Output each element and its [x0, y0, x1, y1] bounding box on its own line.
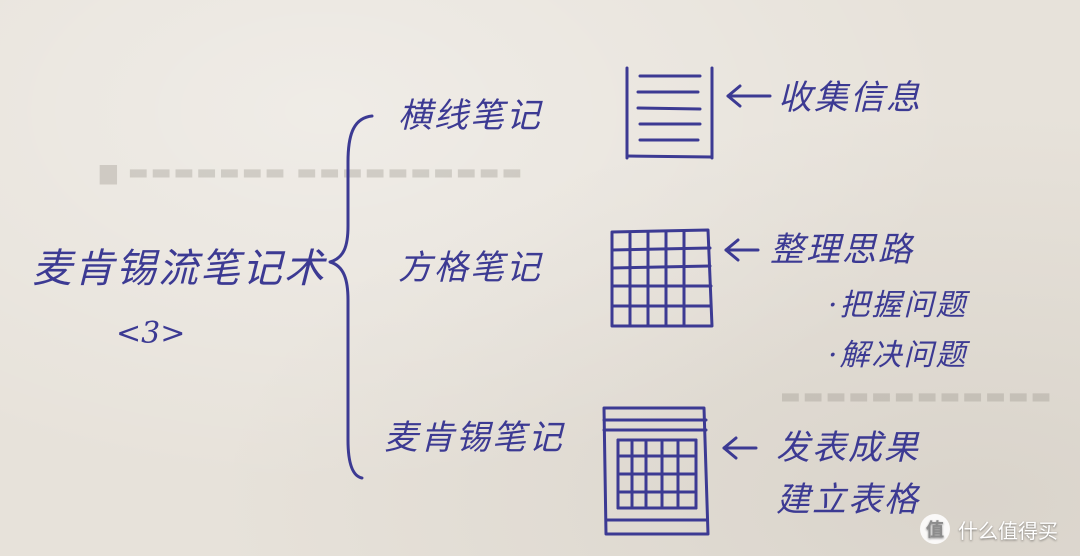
- watermark-text: 什么值得买: [958, 518, 1058, 543]
- note-collect-information: 收集信息: [778, 78, 922, 118]
- watermark: 值 什么值得买: [920, 514, 1058, 544]
- arrow-left-icon: [726, 84, 772, 108]
- curly-brace: [328, 114, 374, 480]
- diagram-subtitle: <3>: [116, 316, 186, 351]
- ruled-notebook-icon: [625, 66, 714, 160]
- bleed-through-line: ▆ ▬▬▬▬▬▬▬ ▬▬▬▬▬▬▬▬▬▬: [100, 160, 525, 185]
- arrow-left-icon: [724, 238, 760, 262]
- note-grasp-problem: ·把握问题: [828, 288, 968, 323]
- arrow-left-icon: [722, 436, 758, 460]
- branch-label-ruled: 横线笔记: [398, 96, 542, 136]
- diagram-title: 麦肯锡流笔记术: [32, 246, 326, 292]
- branch-label-mckinsey: 麦肯锡笔记: [384, 418, 564, 458]
- note-build-table: 建立表格: [776, 480, 920, 520]
- watermark-badge-icon: 值: [920, 514, 950, 544]
- mckinsey-notebook-icon: [602, 406, 710, 536]
- bleed-through-line: ▬▬▬▬▬▬▬▬▬▬▬▬: [780, 384, 1054, 409]
- note-solve-problem: ·解决问题: [828, 338, 968, 373]
- note-organize-thoughts: 整理思路: [770, 230, 914, 270]
- grid-notebook-icon: [610, 228, 714, 328]
- note-publish-results: 发表成果: [776, 428, 920, 468]
- branch-label-grid: 方格笔记: [398, 248, 542, 288]
